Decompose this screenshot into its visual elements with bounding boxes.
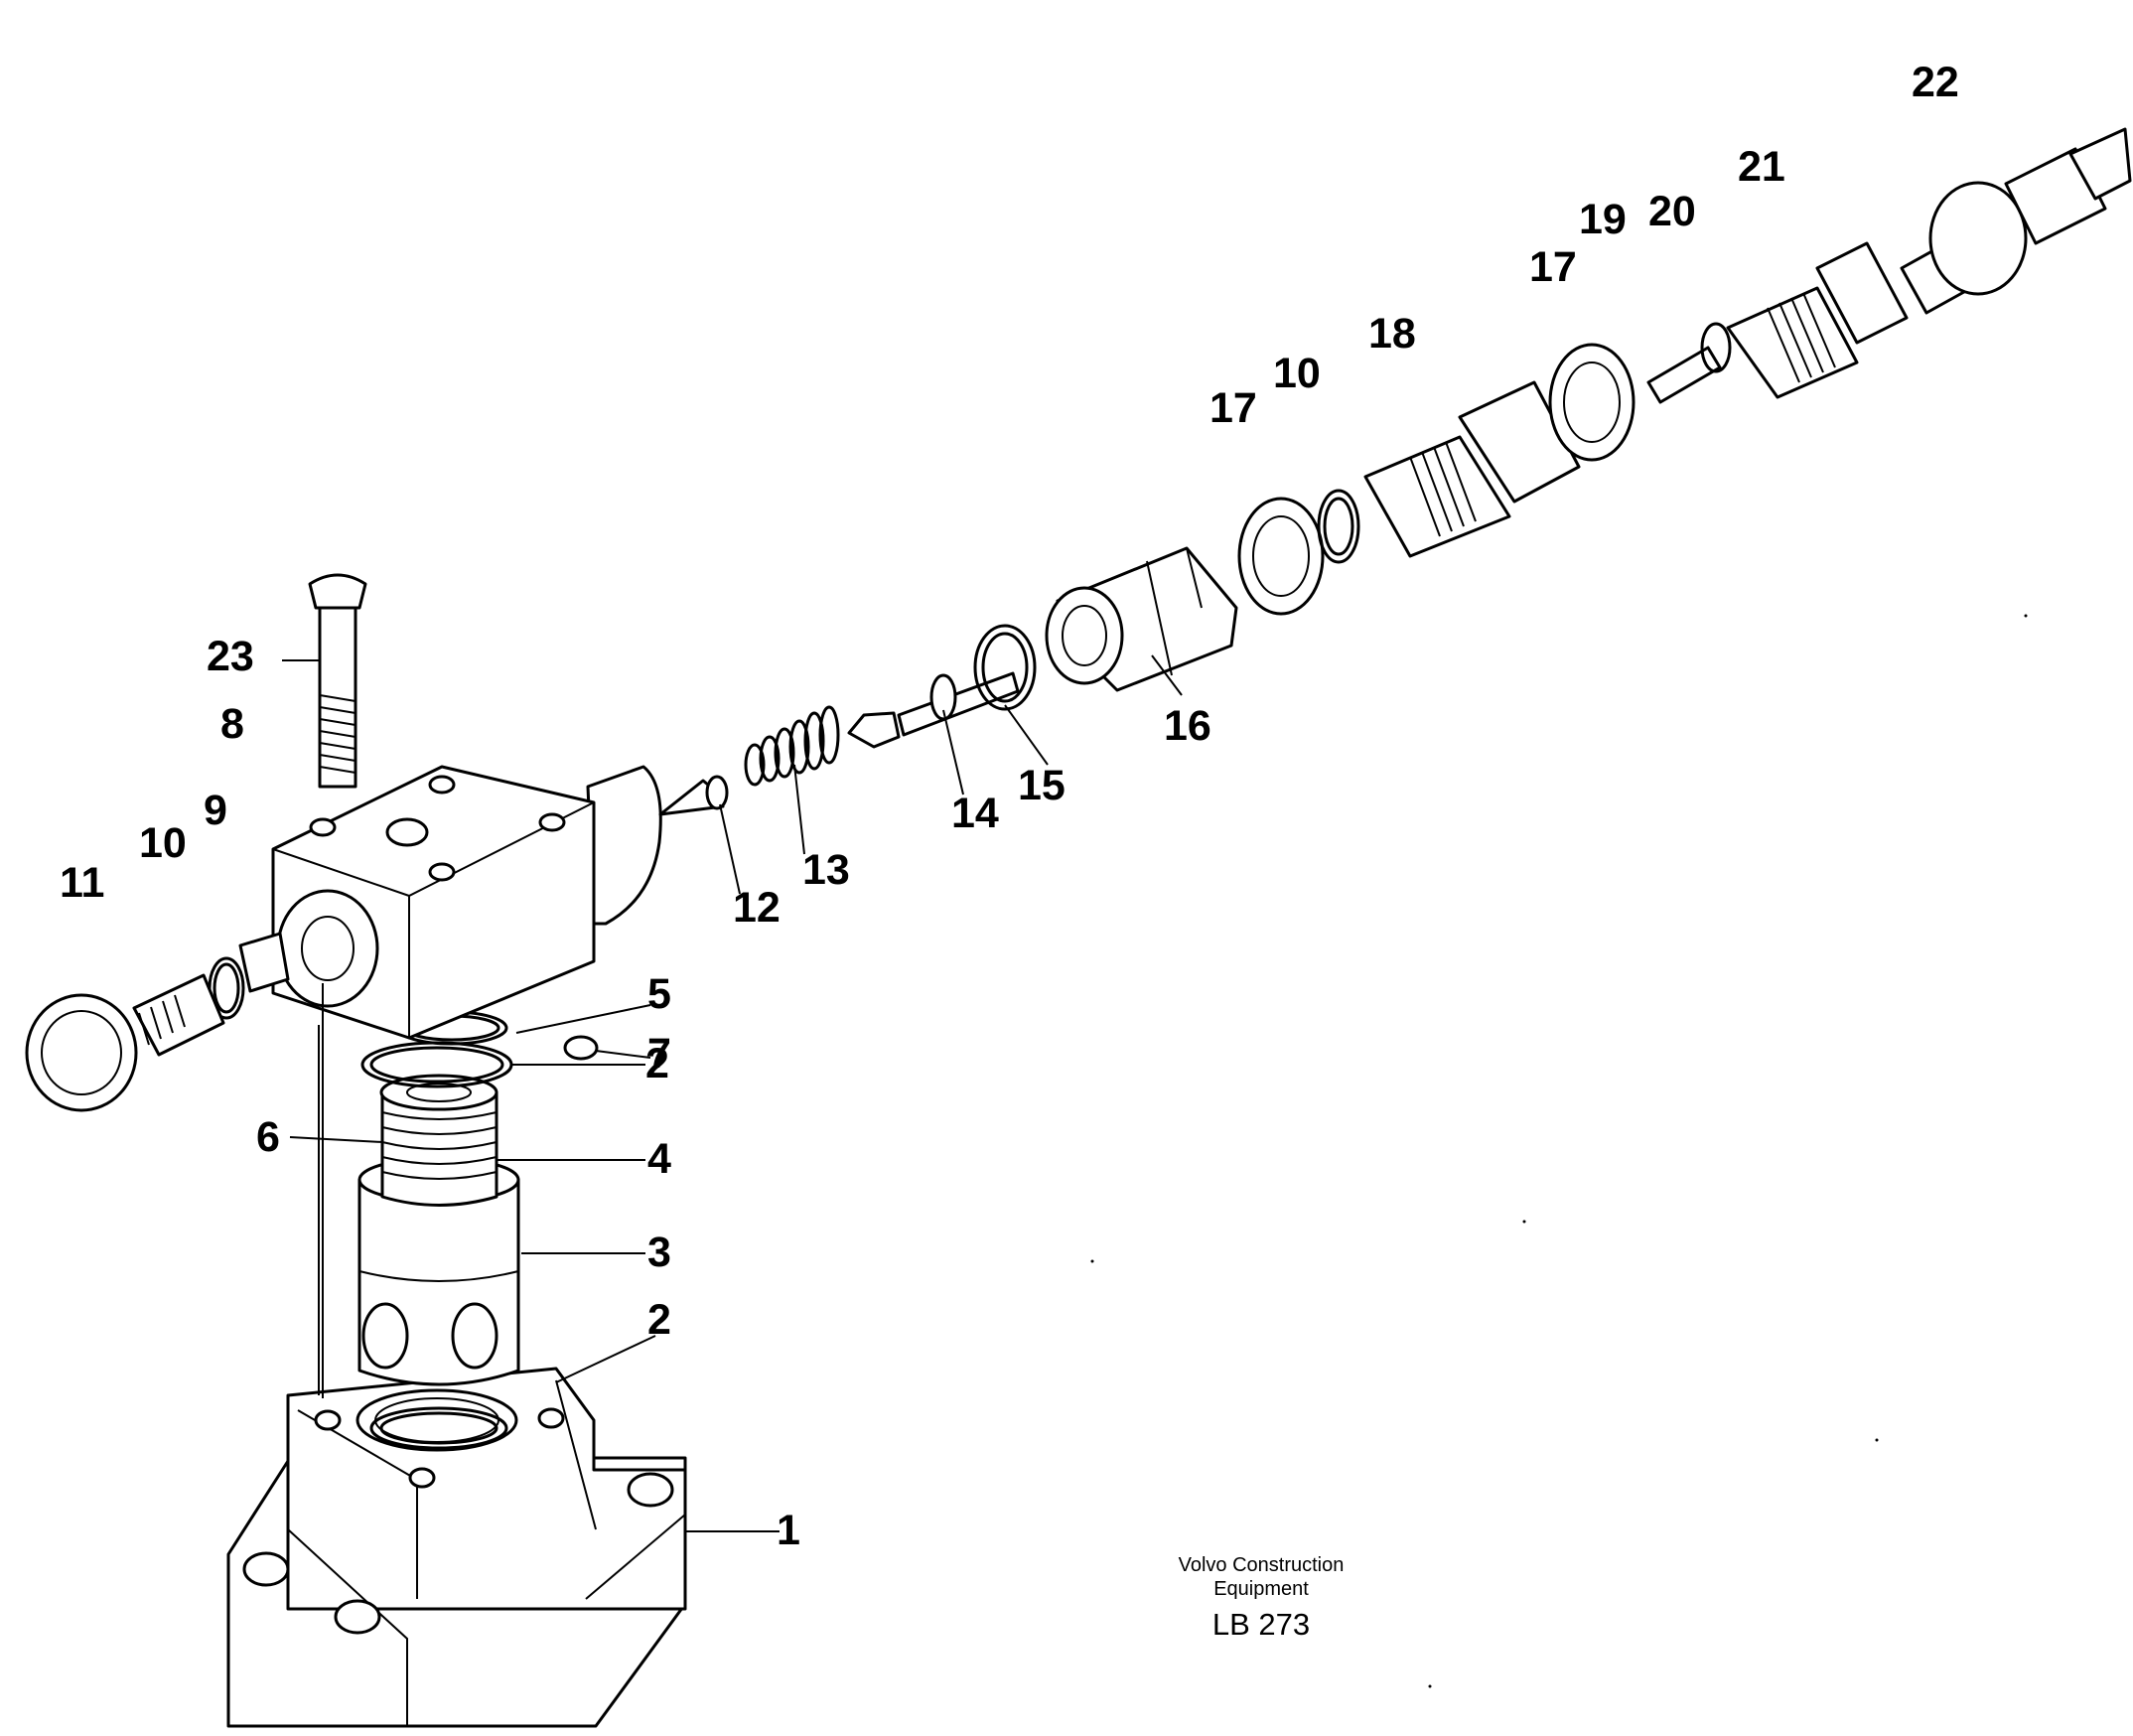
callout-16: 16: [1164, 702, 1211, 750]
company-name-line-1: Volvo Construction: [1178, 1554, 1345, 1576]
part-14-piston: [847, 671, 1020, 749]
part-3-sleeve: [357, 1156, 520, 1386]
callout-18: 18: [1368, 310, 1416, 358]
part-4-insert: [379, 1074, 498, 1207]
callout-21: 21: [1738, 143, 1785, 191]
part-2-lower-seal-ring: [369, 1406, 508, 1450]
company-name-line-2: Equipment: [1213, 1578, 1309, 1600]
part-19-pin: [1646, 346, 1722, 404]
callout-3: 3: [647, 1229, 671, 1276]
part-15-seal: [973, 624, 1037, 711]
callout-22: 22: [1912, 59, 1959, 106]
callout-19: 19: [1579, 196, 1627, 243]
callout-1: 1: [777, 1507, 800, 1554]
company-name: Volvo Construction Equipment: [1132, 1553, 1390, 1601]
part-17-nut-b: [1548, 343, 1635, 462]
callout-23: 23: [207, 633, 254, 680]
callout-15: 15: [1018, 762, 1066, 809]
part-21-fitting: [1726, 241, 1909, 399]
leader-lines: [282, 654, 1183, 1532]
part-7-small-ring: [563, 1035, 599, 1061]
part-23-bolt: [308, 573, 367, 789]
callout-2: 2: [647, 1296, 671, 1344]
part-20-ring: [1700, 322, 1732, 373]
callout-9: 9: [204, 787, 227, 834]
callout-17: 17: [1529, 243, 1577, 291]
drawing-code: LB 273: [1211, 1607, 1311, 1642]
callout-2: 2: [645, 1040, 669, 1087]
callout-13: 13: [802, 846, 850, 894]
callout-6: 6: [256, 1113, 280, 1161]
callout-20: 20: [1648, 188, 1696, 235]
scan-specks: [1090, 614, 2028, 1688]
part-10-right-seal: [1317, 489, 1360, 564]
part-1-base-housing: [226, 1367, 687, 1728]
part-11-plug: [25, 973, 225, 1112]
part-18-adapter: [1363, 380, 1581, 558]
callout-10: 10: [139, 819, 187, 867]
callout-4: 4: [647, 1135, 671, 1183]
part-16-body: [1045, 546, 1238, 692]
callout-10: 10: [1273, 350, 1321, 397]
callout-5: 5: [647, 970, 671, 1018]
callout-12: 12: [733, 884, 781, 932]
part-17-nut-a: [1237, 497, 1325, 616]
callout-14: 14: [951, 790, 999, 837]
part-9-spacer: [238, 932, 290, 993]
part-8-valve-block: [271, 765, 662, 1040]
part-22-end-fitting: [1900, 127, 2132, 315]
callout-17: 17: [1209, 384, 1257, 432]
part-12-cone: [658, 775, 729, 816]
callout-8: 8: [220, 700, 244, 748]
part-13-spring: [744, 705, 840, 787]
callout-7: 7: [647, 1030, 671, 1078]
callout-11: 11: [60, 859, 105, 907]
